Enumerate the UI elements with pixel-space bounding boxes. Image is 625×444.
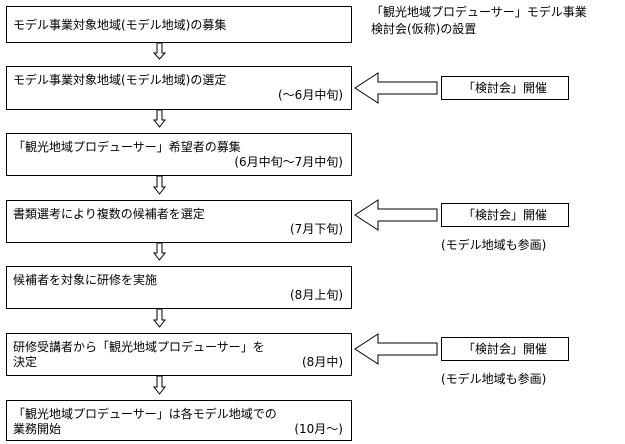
step-text: モデル事業対象地域(モデル地域)の選定 <box>13 73 227 87</box>
step-period: (6月中旬～7月中旬) <box>234 155 343 169</box>
meeting-box: 「検討会」開催 <box>441 76 569 100</box>
left-arrow-icon <box>354 72 438 104</box>
meeting-note: (モデル地域も参画) <box>441 372 547 386</box>
meeting-box: 「検討会」開催 <box>441 203 569 227</box>
step-text-line2: 決定 <box>13 355 38 369</box>
committee-title: 「観光地域プロデューサー」モデル事業 検討会(仮称)の設置 <box>371 4 587 38</box>
step-text: 「観光地域プロデューサー」は各モデル地域での <box>13 407 277 421</box>
step-text: 書類選考により複数の候補者を選定 <box>13 207 205 221</box>
step-box-recruit-regions: モデル事業対象地域(モデル地域)の募集 <box>6 6 352 43</box>
down-arrow-icon <box>152 175 167 195</box>
meeting-box: 「検討会」開催 <box>441 337 569 361</box>
down-arrow-icon <box>152 109 167 128</box>
step-text: 研修受講者から「観光地域プロデューサー」を <box>13 340 265 354</box>
left-arrow-icon <box>354 199 438 231</box>
step-text: モデル事業対象地域(モデル地域)の募集 <box>13 18 227 32</box>
step-box-decide-producers: 研修受講者から「観光地域プロデューサー」を 決定 (8月中) <box>6 333 352 376</box>
down-arrow-icon <box>152 308 167 328</box>
committee-title-line1: 「観光地域プロデューサー」モデル事業 <box>371 5 587 19</box>
step-box-start-operations: 「観光地域プロデューサー」は各モデル地域での 業務開始 (10月～) <box>6 400 352 441</box>
committee-title-line2: 検討会(仮称)の設置 <box>371 22 477 36</box>
step-period: (8月中) <box>302 355 343 369</box>
step-box-document-screening: 書類選考により複数の候補者を選定 (7月下旬) <box>6 200 352 243</box>
step-box-recruit-producers: 「観光地域プロデューサー」希望者の募集 (6月中旬～7月中旬) <box>6 133 352 176</box>
step-period: (7月下旬) <box>290 222 343 236</box>
step-box-select-regions: モデル事業対象地域(モデル地域)の選定 (～6月中旬) <box>6 66 352 110</box>
step-period: (10月～) <box>294 422 343 436</box>
step-period: (8月上旬) <box>290 288 343 302</box>
down-arrow-icon <box>152 375 167 395</box>
step-box-training: 候補者を対象に研修を実施 (8月上旬) <box>6 266 352 309</box>
down-arrow-icon <box>152 42 167 60</box>
down-arrow-icon <box>152 242 167 261</box>
meeting-note: (モデル地域も参画) <box>441 238 547 252</box>
step-text-line2: 業務開始 <box>13 422 62 436</box>
step-period: (～6月中旬) <box>278 88 343 102</box>
step-text: 「観光地域プロデューサー」希望者の募集 <box>13 140 241 154</box>
step-text: 候補者を対象に研修を実施 <box>13 273 158 287</box>
left-arrow-icon <box>354 333 438 365</box>
